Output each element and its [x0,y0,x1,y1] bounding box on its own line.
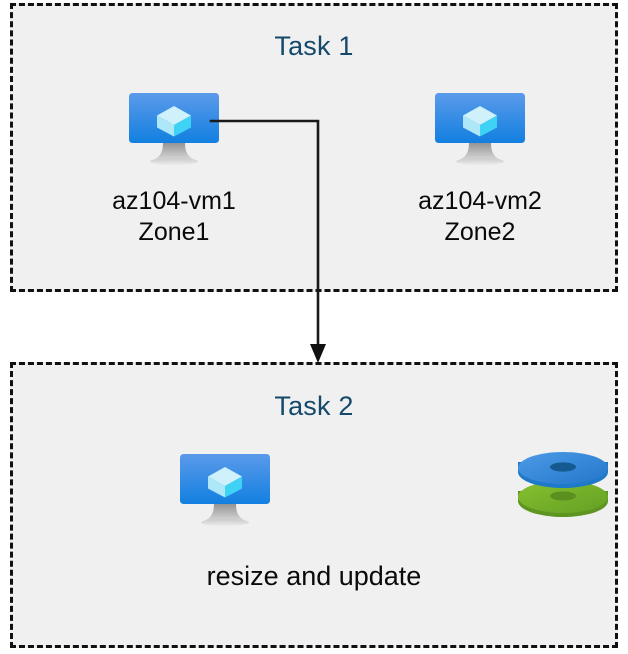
task-2-icon-row [13,447,615,533]
node-label-az104-vm1: az104-vm1 Zone1 [112,187,236,246]
disk-green [518,481,608,517]
virtual-machine-icon [428,86,532,172]
disk-blue [518,452,608,488]
task-2-title: Task 2 [274,391,354,421]
node-az104-vm2[interactable]: az104-vm2 Zone2 [365,86,595,248]
disks-icon [511,447,615,533]
virtual-machine-icon [173,447,277,533]
task-2-caption: resize and update [206,561,422,591]
task-1-title: Task 1 [274,31,354,61]
virtual-machine-icon [122,86,226,172]
arrowhead-icon [310,344,326,363]
task-1-container: Task 1 [10,3,618,292]
node-label-az104-vm2: az104-vm2 Zone2 [418,187,542,246]
task-2-container: Task 2 [10,362,618,648]
node-az104-vm1[interactable]: az104-vm1 Zone1 [59,86,289,248]
